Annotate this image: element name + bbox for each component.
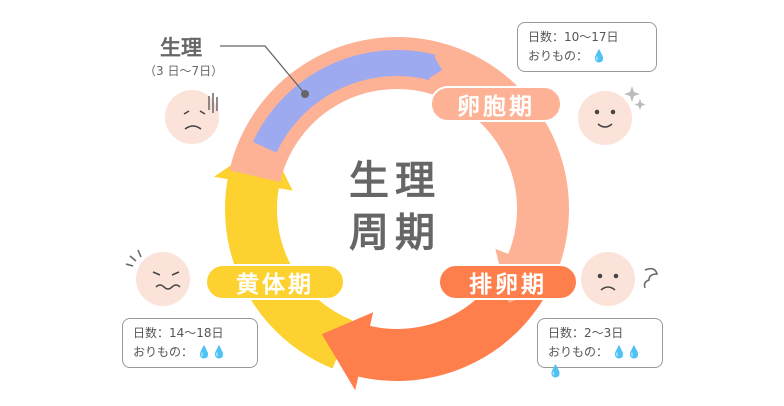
center-title-line2: 周期 [349,210,441,256]
droplet-icon: 💧 [591,49,607,63]
luteal-arc [225,173,353,369]
info-box-follicular: 日数：10〜17日 おりもの： 💧 [517,22,657,72]
days-text: 日数：10〜17日 [528,30,619,44]
phase-pill-ovulation: 排卵期 [438,264,578,300]
discharge-label: おりもの： [133,345,194,359]
smile-face-icon [578,91,632,145]
worried-face-icon [581,252,635,306]
days-text: 日数：2〜3日 [548,326,624,340]
menstruation-band-tip [426,54,443,80]
center-title-line1: 生理 [349,158,441,204]
info-box-luteal: 日数：14〜18日 おりもの： 💧💧 [122,318,258,368]
menstruation-label: 生理 [160,36,202,60]
angry-face-icon [136,252,190,306]
discharge-label: おりもの： [548,345,609,359]
days-text: 日数：14〜18日 [133,326,224,340]
droplet-icon: 💧💧💧 [548,345,642,378]
ovulation-arrowhead [321,312,374,391]
menstruation-band [252,50,436,154]
sad-face-icon [165,90,219,144]
info-box-ovulation: 日数：2〜3日 おりもの： 💧💧💧 [537,318,663,378]
discharge-label: おりもの： [528,49,589,63]
droplet-icon: 💧💧 [196,345,227,359]
leader-dot [301,90,309,98]
menstruation-days: （3 日〜7日） [144,64,224,78]
leader-line [220,45,306,95]
phase-pill-luteal: 黄体期 [205,264,345,300]
phase-pill-follicular: 卵胞期 [430,86,562,122]
